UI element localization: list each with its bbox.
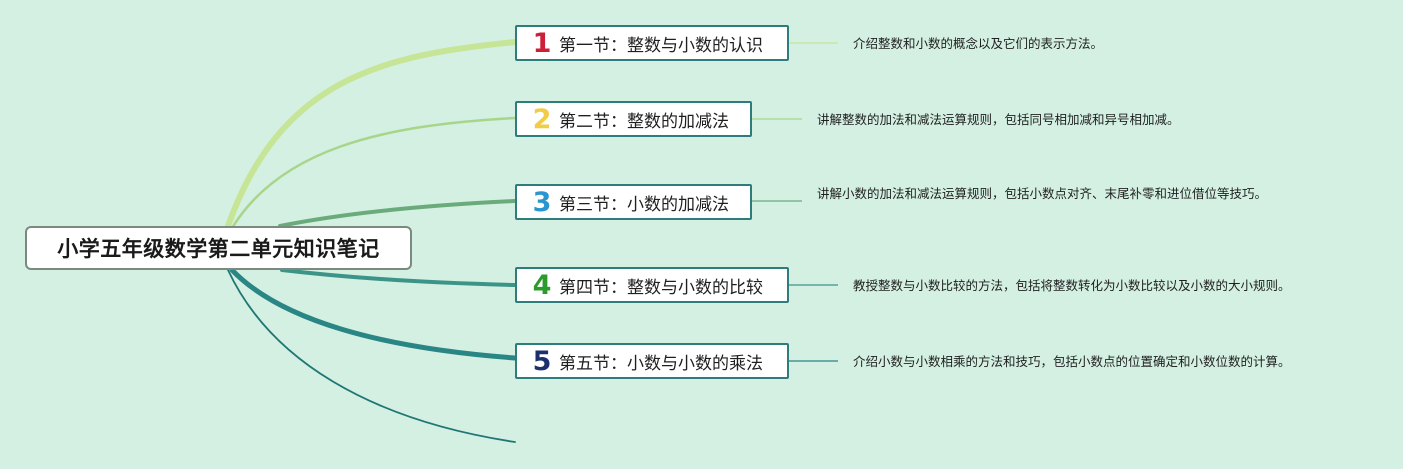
section-title-3: 第三节：小数的加减法 [559,194,729,215]
central-topic-label: 小学五年级数学第二单元知识笔记 [57,237,380,261]
section-number-5: 5 [532,345,552,377]
section-number-4: 4 [532,269,552,301]
branch-line-section-4 [280,268,517,287]
branch-line-section-1 [225,39,518,229]
branch-line-empty [227,269,516,443]
section-description-2: 讲解整数的加法和减法运算规则，包括同号相加减和异号相加减。 [817,112,1180,127]
section-description-3: 讲解小数的加法和减法运算规则，包括小数点对齐、末尾补零和进位借位等技巧。 [817,186,1268,201]
section-number-2: 2 [532,103,552,135]
section-description-5: 介绍小数与小数相乘的方法和技巧，包括小数点的位置确定和小数位数的计算。 [853,354,1291,369]
section-number-3: 3 [532,186,552,218]
section-title-1: 第一节：整数与小数的认识 [559,35,763,56]
section-node-4[interactable]: 4 第四节：整数与小数的比较 [515,267,789,303]
branch-line-section-3 [278,199,517,228]
section-description-1: 介绍整数和小数的概念以及它们的表示方法。 [853,36,1104,51]
central-topic[interactable]: 小学五年级数学第二单元知识笔记 [25,226,412,270]
section-number-1: 1 [532,27,552,59]
section-description-4: 教授整数与小数比较的方法，包括将整数转化为小数比较以及小数的大小规则。 [853,278,1291,293]
section-node-1[interactable]: 1 第一节：整数与小数的认识 [515,25,789,61]
section-title-4: 第四节：整数与小数的比较 [559,277,763,298]
section-node-3[interactable]: 3 第三节：小数的加减法 [515,184,752,220]
branch-line-section-5 [229,267,518,361]
section-node-2[interactable]: 2 第二节：整数的加减法 [515,101,752,137]
section-node-5[interactable]: 5 第五节：小数与小数的乘法 [515,343,789,379]
section-title-2: 第二节：整数的加减法 [559,111,729,132]
branch-line-section-2 [230,116,517,230]
section-title-5: 第五节：小数与小数的乘法 [559,353,763,374]
